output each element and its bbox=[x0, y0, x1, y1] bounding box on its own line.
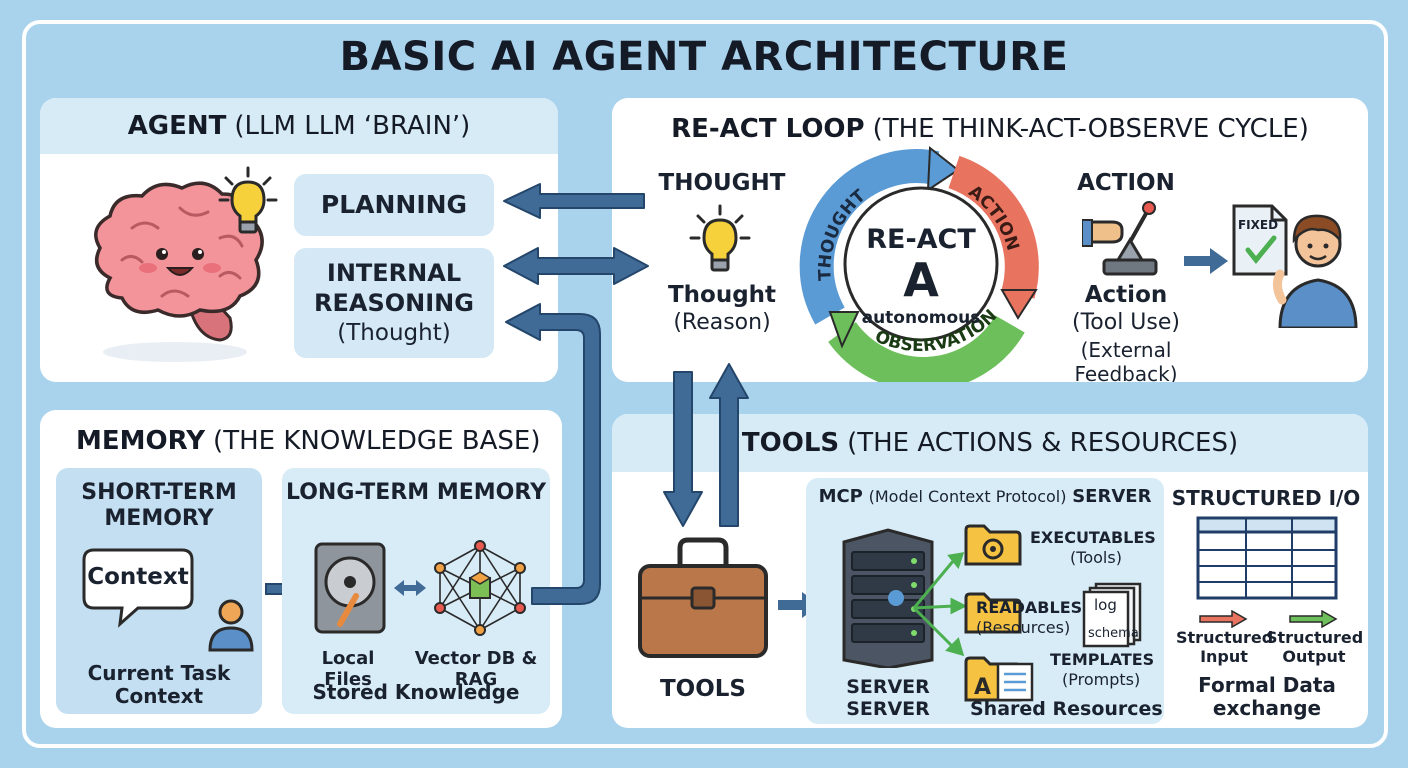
vector-db-label: Vector DB & RAG bbox=[414, 648, 538, 690]
executables-sub: (Tools) bbox=[1070, 548, 1122, 567]
speech-bubble-icon bbox=[82, 548, 194, 628]
short-term-memory-box: SHORT-TERM MEMORY Context Current Task C… bbox=[56, 468, 262, 714]
svg-text:A: A bbox=[974, 675, 991, 700]
long-term-memory-box: LONG-TERM MEMORY Local Files Ve bbox=[282, 468, 550, 714]
memory-panel: MEMORY (THE KNOWLEDGE BASE) SHORT-TERM M… bbox=[40, 410, 562, 728]
thought-arc bbox=[799, 149, 940, 325]
log-doc-label: log bbox=[1094, 596, 1117, 614]
schema-doc-label: schema bbox=[1088, 626, 1139, 641]
templates-sub: (Prompts) bbox=[1062, 670, 1141, 689]
action-feedback: (External Feedback) bbox=[1074, 338, 1178, 382]
output-arrow-icon bbox=[1289, 610, 1338, 628]
action-sub: (Tool Use) bbox=[1072, 310, 1180, 335]
structured-output-label: Structured Output bbox=[1266, 628, 1364, 666]
readables-label: READABLES bbox=[976, 598, 1083, 617]
table-icon bbox=[1196, 516, 1338, 600]
server-icon bbox=[842, 528, 934, 668]
action-arc bbox=[948, 155, 1039, 299]
executables-label: EXECUTABLES bbox=[1030, 528, 1156, 547]
long-term-memory-title: LONG-TERM MEMORY bbox=[285, 480, 546, 505]
thought-sub: (Reason) bbox=[673, 310, 771, 335]
thought-paren-label: (Thought) bbox=[337, 320, 451, 346]
folder-icon bbox=[964, 592, 1022, 634]
cycle-sub: autonomous bbox=[861, 308, 981, 328]
action-title: ACTION bbox=[1077, 170, 1175, 196]
current-task-label: Current Task Context bbox=[87, 661, 231, 708]
stored-knowledge-label: Stored Knowledge bbox=[312, 680, 520, 704]
person-icon bbox=[208, 599, 254, 652]
short-term-memory-title: SHORT-TERM MEMORY bbox=[81, 480, 237, 531]
arrow-action-to-result bbox=[1184, 248, 1228, 274]
person-icon bbox=[1272, 214, 1358, 328]
folder-gear-icon bbox=[964, 524, 1022, 566]
server-label: SERVER SERVER bbox=[846, 676, 930, 720]
mcp-paren: (Model Context Protocol) bbox=[868, 487, 1067, 506]
context-bubble-label: Context bbox=[87, 564, 189, 590]
arrow-react-to-tools bbox=[663, 371, 703, 527]
fixed-doc-label: FIXED bbox=[1237, 218, 1279, 232]
memory-panel-header: MEMORY (THE KNOWLEDGE BASE) bbox=[40, 410, 562, 472]
cycle-letter: A bbox=[903, 253, 939, 307]
mcp-server-word: SERVER bbox=[1072, 486, 1152, 507]
tools-heading: TOOLS bbox=[741, 428, 840, 458]
thought-lightbulb-icon bbox=[689, 204, 751, 272]
react-panel-header: RE-ACT LOOP (THE THINK-ACT-OBSERVE CYCLE… bbox=[612, 98, 1368, 160]
outer-frame bbox=[22, 20, 1388, 748]
network-icon bbox=[434, 540, 526, 636]
formal-data-label: Formal Data exchange bbox=[1198, 673, 1336, 720]
page-title: BASIC AI AGENT ARCHITECTURE bbox=[339, 34, 1069, 80]
planning-box: PLANNING bbox=[294, 174, 494, 236]
hard-drive-icon bbox=[314, 542, 386, 634]
server-connectors bbox=[912, 552, 966, 657]
local-files-label: Local Files bbox=[321, 648, 375, 690]
react-heading: RE-ACT LOOP bbox=[671, 114, 865, 144]
internal-reasoning-label: INTERNAL REASONING bbox=[314, 259, 474, 317]
agent-panel: AGENT (LLM LLM ‘BRAIN’) PLANNING INTERNA… bbox=[40, 98, 558, 382]
toolbox-icon bbox=[638, 537, 768, 658]
internal-reasoning-box: INTERNAL REASONING (Thought) bbox=[294, 248, 494, 358]
agent-heading: AGENT bbox=[127, 111, 227, 141]
arrow-react-reasoning bbox=[503, 247, 649, 285]
mcp-bold: MCP bbox=[818, 486, 863, 507]
structured-io-title: STRUCTURED I/O bbox=[1171, 486, 1361, 510]
structured-input-label: Structured Input bbox=[1176, 628, 1274, 666]
template-icon: A bbox=[964, 656, 1034, 702]
arrow-tools-to-react bbox=[709, 363, 749, 527]
memory-heading: MEMORY bbox=[76, 426, 206, 456]
mcp-server-box: MCP (Model Context Protocol) SERVER SERV… bbox=[806, 478, 1164, 724]
bidirectional-arrow-icon bbox=[394, 580, 426, 596]
action-label: Action bbox=[1084, 282, 1168, 308]
tools-heading-sub: (THE ACTIONS & RESOURCES) bbox=[847, 428, 1239, 458]
document-icon bbox=[1232, 204, 1288, 276]
brain-icon bbox=[94, 181, 264, 362]
lever-icon bbox=[1082, 201, 1158, 276]
cycle-title: RE-ACT bbox=[866, 224, 976, 255]
thought-label: Thought bbox=[667, 282, 777, 308]
lightbulb-icon bbox=[218, 166, 278, 234]
toolbox-label: TOOLS bbox=[659, 676, 746, 702]
templates-label: TEMPLATES bbox=[1050, 650, 1155, 669]
input-arrow-icon bbox=[1199, 610, 1248, 628]
thought-title: THOUGHT bbox=[658, 170, 786, 196]
readables-sub: (Resources) bbox=[976, 618, 1071, 637]
react-panel: RE-ACT LOOP (THE THINK-ACT-OBSERVE CYCLE… bbox=[612, 98, 1368, 382]
shared-resources-label: Shared Resources bbox=[970, 698, 1163, 720]
react-heading-sub: (THE THINK-ACT-OBSERVE CYCLE) bbox=[872, 114, 1309, 144]
agent-panel-header: AGENT (LLM LLM ‘BRAIN’) bbox=[40, 98, 558, 154]
log-document-icon bbox=[1082, 582, 1142, 648]
agent-heading-sub: (LLM LLM ‘BRAIN’) bbox=[234, 111, 471, 141]
arrow-memory-to-reasoning bbox=[505, 303, 601, 605]
planning-label: PLANNING bbox=[320, 190, 468, 219]
observation-arc bbox=[828, 315, 1025, 382]
react-cycle-diagram: THOUGHT ACTION OBSERVATION bbox=[799, 146, 1039, 382]
memory-heading-sub: (THE KNOWLEDGE BASE) bbox=[213, 426, 541, 456]
arrow-react-to-planning bbox=[503, 183, 645, 219]
